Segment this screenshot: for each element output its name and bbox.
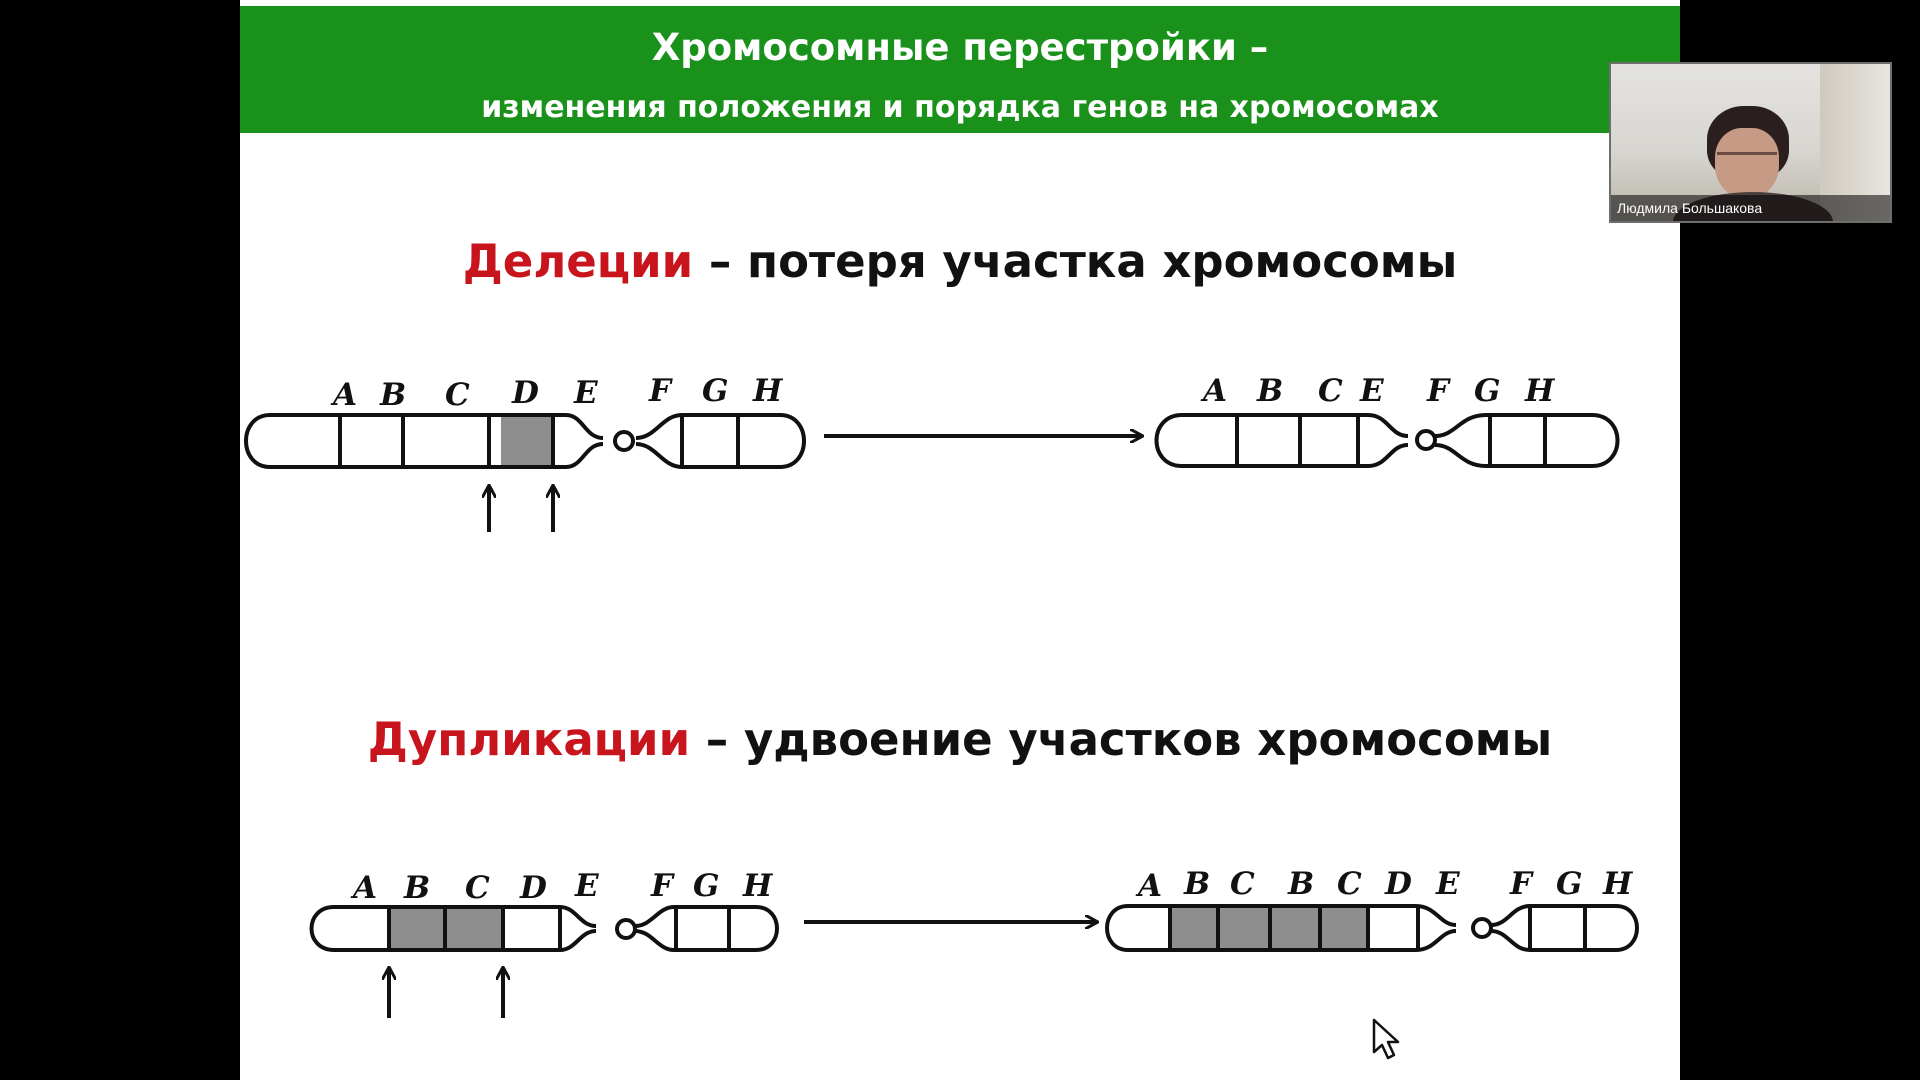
gene-label: F — [648, 373, 673, 409]
slide-title: Хромосомные перестройки – — [651, 26, 1269, 69]
duplicated-segment — [389, 907, 445, 950]
gene-label: C — [1337, 866, 1362, 902]
gene-label: H — [742, 868, 774, 904]
gene-label: B — [1287, 866, 1314, 902]
gene-label: G — [1474, 373, 1500, 409]
duplication-after-labels: A B C B C D E F G H — [1135, 866, 1634, 904]
gene-label: E — [574, 868, 599, 904]
slide-subtitle: изменения положения и порядка генов на х… — [481, 90, 1439, 125]
gene-label: F — [650, 868, 675, 904]
deletion-after-labels: A B C E F G H — [1200, 373, 1556, 409]
gene-label: B — [379, 377, 406, 413]
deletion-before-labels: A B C D E F G H — [330, 373, 784, 413]
duplication-definition: – удвоение участков хромосомы — [690, 713, 1553, 766]
gene-label: C — [1318, 373, 1343, 409]
mouse-cursor-icon — [1372, 1018, 1400, 1060]
deletion-definition: – потеря участка хромосомы — [693, 235, 1458, 288]
gene-label: G — [702, 373, 728, 409]
gene-label: B — [403, 870, 430, 906]
gene-label: G — [693, 868, 719, 904]
deletion-term: Делеции — [462, 235, 694, 288]
centromere — [613, 430, 635, 452]
gene-label: C — [445, 377, 470, 413]
slide-title-banner: Хромосомные перестройки – изменения поло… — [240, 6, 1680, 133]
gene-label: E — [1359, 373, 1384, 409]
gene-label: A — [1135, 868, 1162, 904]
duplication-term: Дупликации — [367, 713, 691, 766]
gene-label: E — [573, 375, 598, 411]
duplication-breakpoint-arrows — [389, 968, 503, 1018]
gene-label: C — [465, 870, 490, 906]
gene-label: D — [511, 375, 539, 411]
deletion-heading: Делеции – потеря участка хромосомы — [240, 234, 1680, 290]
participant-face — [1715, 128, 1779, 198]
centromere — [1415, 429, 1437, 451]
gene-label: C — [1230, 866, 1255, 902]
participant-glasses — [1717, 152, 1777, 169]
duplication-heading: Дупликации – удвоение участков хромосомы — [240, 712, 1680, 768]
gene-label: F — [1426, 373, 1451, 409]
duplication-before-chromosome — [309, 905, 779, 952]
gene-label: H — [1602, 866, 1634, 902]
participant-video-tile[interactable]: Людмила Большакова — [1609, 62, 1892, 223]
video-background — [1820, 64, 1890, 221]
participant-name: Людмила Большакова — [1611, 195, 1890, 221]
gene-label: G — [1556, 866, 1582, 902]
gene-label: A — [350, 870, 377, 906]
gene-label: B — [1183, 866, 1210, 902]
chromosome-diagrams: A B C D E F G H A B C — [244, 373, 1639, 1018]
duplication-after-chromosome — [1105, 904, 1639, 952]
gene-label: E — [1435, 866, 1460, 902]
gene-label: B — [1256, 373, 1283, 409]
gene-label: H — [1524, 373, 1556, 409]
deleted-segment — [501, 415, 553, 467]
centromere — [1471, 917, 1493, 939]
deletion-breakpoint-arrows — [489, 486, 553, 532]
gene-label: A — [1200, 373, 1227, 409]
presentation-slide: Хромосомные перестройки – изменения поло… — [240, 0, 1680, 1080]
centromere — [615, 918, 637, 940]
gene-label: D — [519, 870, 547, 906]
deletion-after-chromosome — [1154, 413, 1620, 468]
duplicated-segment — [445, 907, 503, 950]
gene-label: H — [752, 373, 784, 409]
duplication-before-labels: A B C D E F G H — [350, 868, 774, 906]
deletion-before-chromosome — [244, 413, 806, 469]
gene-label: D — [1384, 866, 1412, 902]
gene-label: A — [330, 377, 357, 413]
gene-label: F — [1509, 866, 1534, 902]
